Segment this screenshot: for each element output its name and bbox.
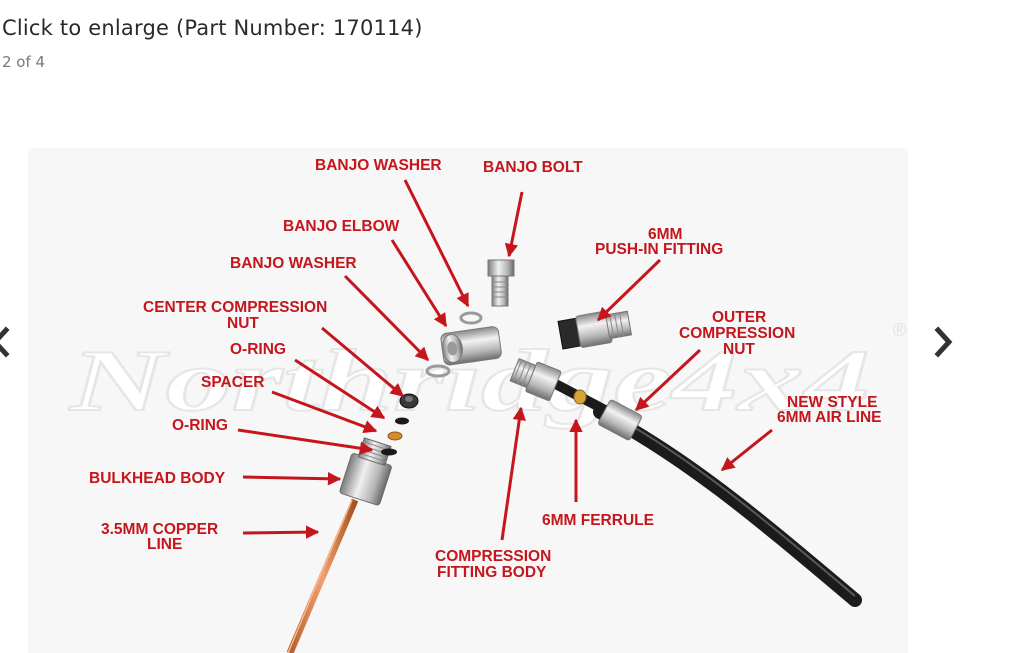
page-title: Click to enlarge (Part Number: 170114) <box>2 16 423 40</box>
label-push-in-1: 6MM <box>648 226 682 243</box>
label-outer-nut-3: NUT <box>723 341 755 358</box>
next-image-button[interactable] <box>928 322 958 362</box>
label-copper-2: LINE <box>147 536 182 553</box>
parts-diagram: Northridge4x4 ® <box>28 148 908 653</box>
label-outer-nut-2: COMPRESSION <box>679 325 795 342</box>
label-banjo-elbow: BANJO ELBOW <box>283 218 400 235</box>
banjo-elbow <box>440 326 502 366</box>
label-center-nut-1: CENTER COMPRESSION <box>143 299 327 316</box>
label-banjo-washer-top: BANJO WASHER <box>315 157 442 174</box>
label-spacer: SPACER <box>201 374 264 391</box>
bulkhead-body <box>339 437 392 506</box>
label-center-nut-2: NUT <box>227 315 259 332</box>
watermark-registered-mark: ® <box>893 320 906 340</box>
prev-image-button[interactable] <box>0 322 16 362</box>
label-new-line-2: 6MM AIR LINE <box>777 409 881 426</box>
label-oring-1: O-RING <box>230 341 286 358</box>
compression-fitting-body <box>509 357 562 401</box>
label-comp-body-1: COMPRESSION <box>435 548 551 565</box>
chevron-right-icon <box>934 326 953 358</box>
banjo-bolt <box>487 259 515 307</box>
label-outer-nut-1: OUTER <box>712 309 766 326</box>
label-banjo-washer-2: BANJO WASHER <box>230 255 357 272</box>
copper-line <box>286 498 359 653</box>
chevron-left-icon <box>0 326 10 358</box>
label-banjo-bolt: BANJO BOLT <box>483 159 583 176</box>
label-oring-2: O-RING <box>172 417 228 434</box>
label-copper-1: 3.5MM COPPER <box>101 521 218 538</box>
image-counter: 2 of 4 <box>2 53 46 71</box>
label-ferrule: 6MM FERRULE <box>542 512 654 529</box>
label-comp-body-2: FITTING BODY <box>437 564 547 581</box>
product-image[interactable]: Northridge4x4 ® <box>28 148 908 653</box>
outer-compression-nut <box>598 399 642 441</box>
label-push-in-2: PUSH-IN FITTING <box>595 241 723 258</box>
label-new-line-1: NEW STYLE <box>787 394 877 411</box>
label-bulkhead: BULKHEAD BODY <box>89 470 226 487</box>
